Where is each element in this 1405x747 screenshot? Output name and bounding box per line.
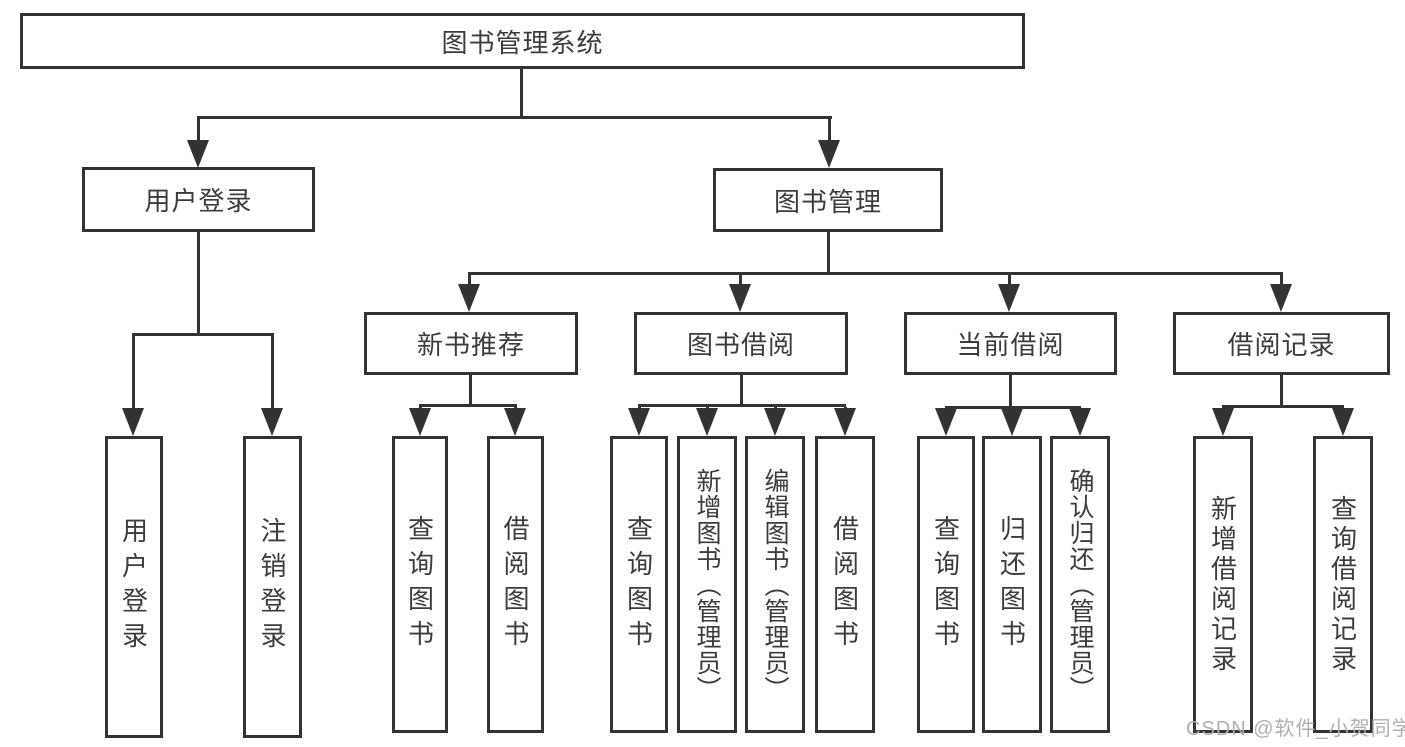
arrowhead-query-books-1 <box>409 408 431 436</box>
arrowhead-query-record <box>1332 408 1354 436</box>
watermark: CSDN @软件_小贺同学 <box>1186 718 1405 740</box>
leaf-query-books-2: 查询图书 <box>610 436 668 733</box>
arrowhead-query-books-2 <box>628 408 650 436</box>
node-root: 图书管理系统 <box>20 13 1025 69</box>
connector-stem-borrowing-records <box>1280 275 1283 287</box>
node-current-borrowing: 当前借阅 <box>904 312 1117 375</box>
connector-stem-book-borrowing <box>739 275 742 287</box>
connector-book-management-trunk <box>827 232 830 274</box>
connector-borrowing-records-trunk <box>1280 375 1283 407</box>
connector-user-login-branch <box>132 333 274 336</box>
connector-book-borrowing-branch <box>638 404 846 407</box>
arrowhead-book-management <box>818 140 840 168</box>
leaf-query-borrow-record: 查询借阅记录 <box>1313 436 1373 733</box>
arrowhead-confirm-return <box>1069 408 1091 436</box>
leaf-add-books-admin: 新增图书（管理员） <box>677 436 737 733</box>
arrowhead-borrow-books-2 <box>834 408 856 436</box>
connector-stem-user-login <box>197 119 200 143</box>
arrowhead-current-borrowing <box>998 284 1020 312</box>
leaf-add-borrow-record: 新增借阅记录 <box>1193 436 1253 733</box>
connector-new-book-branch <box>419 404 517 407</box>
leaf-borrow-books-1: 借阅图书 <box>487 436 544 733</box>
node-user-login: 用户登录 <box>82 167 315 232</box>
leaf-confirm-return-admin: 确认归还（管理员） <box>1050 436 1110 733</box>
leaf-user-login: 用户登录 <box>105 436 163 738</box>
connector-root-branch <box>197 116 832 119</box>
arrowhead-add-record <box>1212 408 1234 436</box>
connector-current-borrowing-branch <box>945 406 1081 409</box>
connector-stem-current-borrowing <box>1008 275 1011 287</box>
leaf-query-books-1: 查询图书 <box>392 436 448 733</box>
connector-stem-login-leaf <box>132 336 135 410</box>
connector-book-management-branch <box>468 272 1283 275</box>
node-book-management: 图书管理 <box>713 168 943 232</box>
connector-book-borrowing-trunk <box>740 375 743 406</box>
connector-user-login-trunk <box>197 232 200 335</box>
arrowhead-logout-leaf <box>261 408 283 436</box>
connector-stem-new-book <box>468 275 471 287</box>
node-book-borrowing: 图书借阅 <box>634 312 848 375</box>
arrowhead-user-login <box>187 140 209 168</box>
arrowhead-return-books <box>1001 408 1023 436</box>
connector-stem-logout-leaf <box>271 336 274 410</box>
arrowhead-add-books <box>696 408 718 436</box>
leaf-query-books-3: 查询图书 <box>917 436 975 733</box>
leaf-edit-books-admin: 编辑图书（管理员） <box>745 436 805 733</box>
connector-stem-book-management <box>828 119 831 143</box>
leaf-return-books: 归还图书 <box>982 436 1042 733</box>
leaf-logout-login: 注销登录 <box>243 436 302 738</box>
arrowhead-edit-books <box>764 408 786 436</box>
arrowhead-login-leaf <box>122 408 144 436</box>
arrowhead-borrow-books-1 <box>504 408 526 436</box>
arrowhead-book-borrowing <box>729 284 751 312</box>
node-new-book-recommendation: 新书推荐 <box>364 312 578 375</box>
arrowhead-borrowing-records <box>1270 284 1292 312</box>
node-borrowing-records: 借阅记录 <box>1173 312 1390 375</box>
arrowhead-new-book <box>458 284 480 312</box>
connector-root-trunk <box>520 69 523 118</box>
arrowhead-query-books-3 <box>935 408 957 436</box>
connector-current-borrowing-trunk <box>1009 375 1012 408</box>
connector-borrowing-records-branch <box>1222 405 1344 408</box>
connector-new-book-trunk <box>469 375 472 406</box>
leaf-borrow-books-2: 借阅图书 <box>815 436 875 733</box>
